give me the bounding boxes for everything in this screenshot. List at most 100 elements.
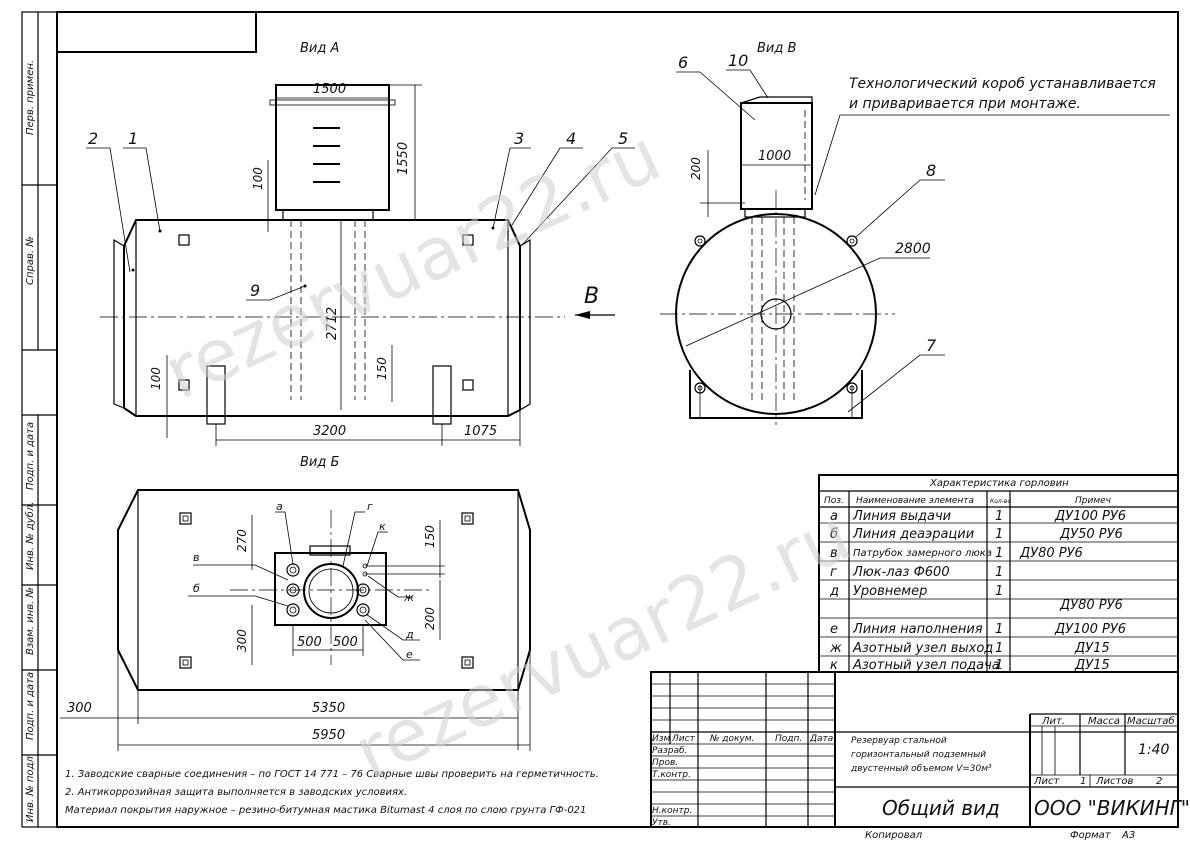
callout-9: 9 — [250, 281, 260, 300]
dim-1500: 1500 — [313, 82, 346, 97]
table-row: а Линия выдачи 1 ДУ100 РУ6 — [830, 509, 1126, 524]
view-b: Вид Б а в б г к — [60, 455, 531, 751]
svg-text:Линия наполнения: Линия наполнения — [852, 622, 983, 637]
tb-role-razrab: Разраб. — [652, 746, 687, 756]
dim-200-b: 200 — [423, 607, 437, 630]
dim-100-bottom: 100 — [149, 367, 163, 390]
dim-500-a: 500 — [297, 635, 322, 650]
svg-text:в: в — [830, 546, 838, 561]
svg-text:б: б — [830, 527, 838, 542]
letter-k: к — [379, 520, 386, 533]
dim-300-w: 300 — [67, 701, 92, 716]
tb-doc-title: Общий вид — [882, 796, 1000, 820]
watermark-2: rezervuar22.ru — [342, 493, 863, 796]
callout-8: 8 — [926, 161, 936, 180]
table-row: г Люк-лаз Ф600 1 — [830, 565, 1003, 580]
tb-head-podp: Подп. — [775, 734, 802, 744]
svg-text:Линия выдачи: Линия выдачи — [852, 509, 951, 524]
svg-text:г: г — [830, 565, 837, 580]
spec-head-qty: Кол-во — [990, 498, 1011, 505]
notes: 1. Заводские сварные соединения – по ГОС… — [65, 769, 599, 816]
spec-head-note: Примеч — [1075, 496, 1111, 506]
corner-bolts — [694, 235, 858, 394]
svg-text:Линия деаэрации: Линия деаэрации — [852, 527, 974, 542]
tb-role-prov: Пров. — [652, 758, 678, 768]
dim-150: 150 — [375, 357, 389, 380]
svg-text:1: 1 — [995, 509, 1003, 524]
dim-2712: 2712 — [325, 307, 340, 340]
manhole-flange — [282, 209, 374, 221]
svg-text:Патрубок замерного люка: Патрубок замерного люка — [853, 547, 992, 559]
table-row: д Уровнемер 1 ДУ80 РУ6 — [829, 584, 1123, 613]
spec-head-name: Наименование элемента — [856, 496, 974, 506]
dim-1075: 1075 — [464, 424, 497, 439]
spec-table: Характеристика горловин Поз. Наименовани… — [818, 474, 1179, 673]
dim-5950: 5950 — [312, 728, 345, 743]
side-label-podp2: Подп. и дата — [25, 672, 36, 740]
dim-270: 270 — [235, 529, 249, 552]
callout-7: 7 — [926, 336, 937, 355]
lifting-lug — [178, 234, 190, 246]
tech-box-note-1: Технологический короб устанавливается — [849, 76, 1156, 92]
callout-5: 5 — [618, 129, 628, 148]
dim-5350: 5350 — [312, 701, 345, 716]
lifting-lug — [462, 379, 474, 391]
table-row: к Азотный узел подача 1 ДУ15 — [830, 658, 1110, 673]
tb-lit-label: Лит. — [1041, 716, 1065, 727]
lifting-lug — [178, 379, 190, 391]
tb-sheets-value: 2 — [1156, 776, 1162, 787]
dim-1000: 1000 — [758, 149, 791, 164]
view-a: Вид А 1500 1550 — [86, 41, 635, 446]
svg-text:1: 1 — [995, 527, 1003, 542]
lifting-lug — [462, 234, 474, 246]
tb-product-3: двустенный объемом V=30м³ — [850, 764, 992, 774]
table-row: б Линия деаэрации 1 ДУ50 РУ6 — [830, 527, 1123, 542]
dim-100-top: 100 — [251, 167, 265, 190]
callout-3: 3 — [514, 129, 524, 148]
svg-text:ДУ100 РУ6: ДУ100 РУ6 — [1054, 622, 1126, 637]
letter-zh: ж — [403, 591, 414, 604]
letter-d: д — [405, 628, 414, 641]
note-2: 2. Антикоррозийная защита выполняется в … — [65, 787, 407, 798]
svg-text:1: 1 — [995, 641, 1003, 656]
letter-v: в — [193, 551, 199, 564]
tb-format-value: А3 — [1121, 830, 1135, 841]
tank-cradle — [689, 370, 863, 419]
svg-text:1: 1 — [995, 565, 1003, 580]
svg-text:1: 1 — [995, 622, 1003, 637]
svg-text:ДУ100 РУ6: ДУ100 РУ6 — [1054, 509, 1126, 524]
dim-150-b: 150 — [423, 525, 437, 548]
dim-1550: 1550 — [396, 142, 411, 175]
svg-text:Люк-лаз Ф600: Люк-лаз Ф600 — [852, 565, 950, 580]
side-label-vzam: Взам. инв. № — [25, 587, 36, 655]
callout-2: 2 — [88, 129, 98, 148]
tb-role-tkontr: Т.контр. — [652, 770, 691, 780]
tb-copied: Копировал — [865, 830, 923, 841]
side-strip: Перв. примен. Справ. № Подп. и дата Инв.… — [21, 11, 58, 828]
letter-g: г — [367, 500, 373, 513]
dim-200-v: 200 — [689, 157, 703, 180]
view-arrow-v: В — [584, 284, 599, 309]
side-label-sprav: Справ. № — [25, 236, 36, 285]
svg-text:Азотный узел подача: Азотный узел подача — [852, 658, 1000, 673]
tb-head-doc: № докум. — [709, 734, 754, 744]
title-block: Изм Лист № докум. Подп. Дата Разраб. Про… — [650, 671, 1190, 841]
tb-sheet-value: 1 — [1080, 776, 1086, 787]
tb-product-2: горизонтальный подземный — [851, 750, 986, 760]
side-label-dubl: Инв. № дубл. — [24, 502, 36, 570]
spec-title: Характеристика горловин — [929, 478, 1069, 489]
tb-sheet-label: Лист — [1033, 776, 1061, 787]
tb-scale-value: 1:40 — [1138, 742, 1170, 758]
svg-text:ДУ80 РУ6: ДУ80 РУ6 — [1059, 598, 1123, 613]
svg-text:к: к — [830, 658, 838, 673]
tb-format-label: Формат — [1070, 830, 1112, 841]
note-3: Материал покрытия наружное – резино-биту… — [65, 804, 586, 816]
tank-end-caps — [113, 238, 531, 411]
tb-role-utv: Утв. — [652, 818, 671, 828]
table-row: в Патрубок замерного люка 1 ДУ80 РУ6 — [830, 546, 1083, 561]
svg-text:Азотный узел выход: Азотный узел выход — [852, 641, 993, 656]
view-b-title: Вид Б — [300, 455, 339, 470]
svg-text:Уровнемер: Уровнемер — [853, 584, 927, 599]
svg-text:1: 1 — [995, 584, 1003, 599]
